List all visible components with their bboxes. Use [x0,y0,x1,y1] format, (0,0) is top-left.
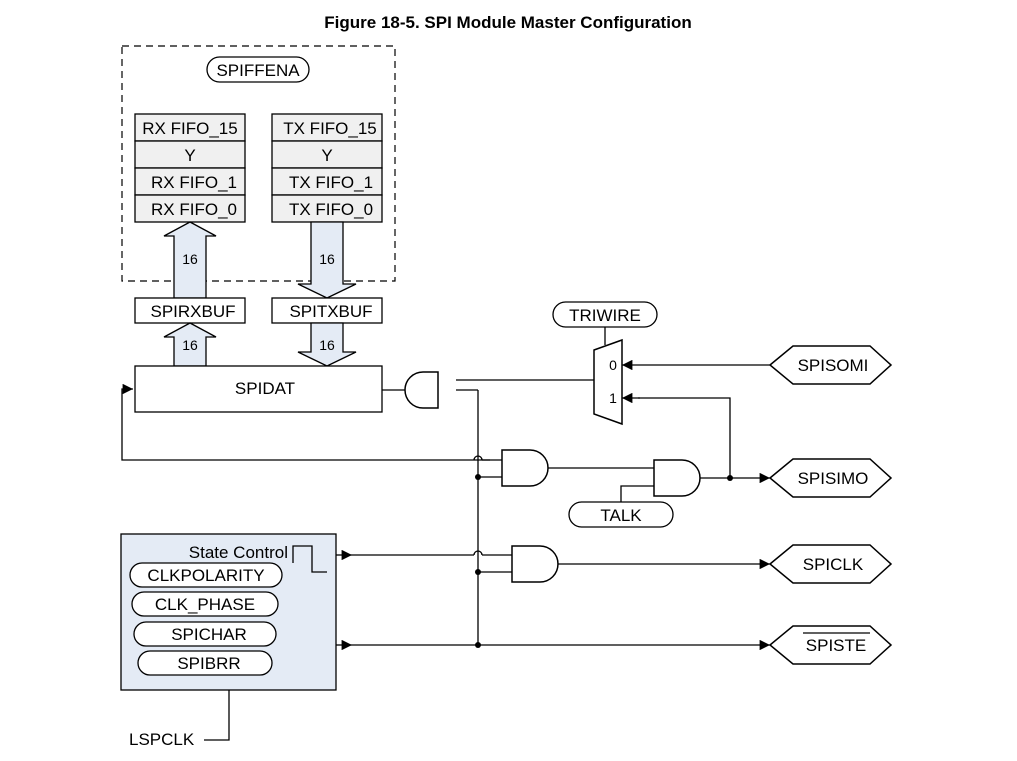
rx-fifo-0: RX FIFO_0 [151,200,237,219]
spidat-label: SPIDAT [235,379,295,398]
figure-title: Figure 18-5. SPI Module Master Configura… [324,13,691,32]
txbuf-bus-width: 16 [319,337,335,353]
pin-spiste: SPISTE [768,625,893,665]
spisomi-label: SPISOMI [798,356,869,375]
junction-dot [475,569,481,575]
and-gate-talk [653,459,701,497]
tx-fifo-15: TX FIFO_15 [283,119,377,138]
clkpolarity-label: CLKPOLARITY [147,566,264,585]
state-control-clock-glyph [292,545,327,573]
spitxbuf-label: SPITXBUF [289,302,372,321]
spiffena-label: SPIFFENA [216,61,300,80]
tx-fifo: TX FIFO_15 Y TX FIFO_1 TX FIFO_0 [271,113,383,223]
fifo-enclosure [121,45,396,282]
lspclk-wire [204,690,230,741]
spichar-pill [133,621,277,647]
spirxbuf-label: SPIRXBUF [150,302,235,321]
pin-spisimo: SPISIMO [768,458,893,498]
tx-fifo-bus-width: 16 [319,251,335,267]
spichar-label: SPICHAR [171,625,247,644]
tx-fifo-y: Y [321,146,332,165]
rx-fifo: RX FIFO_15 Y RX FIFO_1 RX FIFO_0 [134,113,246,223]
and-gate-simo [501,449,549,487]
spisimo-label: SPISIMO [798,469,869,488]
spirxbuf-box [134,297,246,324]
tx-fifo-0: TX FIFO_0 [289,200,373,219]
and-gate-clk [511,545,559,583]
rx-fifo-1: RX FIFO_1 [151,173,237,192]
clkpolarity-pill [129,562,283,588]
mux-input-0: 0 [609,357,617,373]
spibrr-label: SPIBRR [177,654,240,673]
txbuf-bus-arrow [297,322,357,367]
rx-fifo-y: Y [184,146,195,165]
triwire-mux [593,338,623,426]
spiste-label: SPISTE [806,636,866,655]
triwire-label: TRIWIRE [569,306,641,325]
tx-fifo-1: TX FIFO_1 [289,173,373,192]
clk-phase-pill [131,591,279,617]
junction-dot [475,642,481,648]
rxbuf-bus-width: 16 [182,337,198,353]
spiclk-label: SPICLK [803,555,864,574]
rx-fifo-15: RX FIFO_15 [142,119,237,138]
spibrr-pill [137,650,273,676]
spiffena-pill [206,56,310,83]
spidat-box [134,365,383,413]
rx-fifo-bus-width: 16 [182,251,198,267]
state-control-title: State Control [189,543,288,562]
clk-phase-label: CLK_PHASE [155,595,255,614]
talk-label: TALK [600,506,642,525]
mux-input-1: 1 [609,390,617,406]
junction-dot [475,474,481,480]
junction-dot [727,475,733,481]
lspclk-label: LSPCLK [129,730,195,749]
and-gate-spidat [404,371,439,409]
pin-spisomi: SPISOMI [768,345,893,385]
tx-fifo-bus-arrow [297,221,357,299]
pin-spiclk: SPICLK [768,544,893,584]
